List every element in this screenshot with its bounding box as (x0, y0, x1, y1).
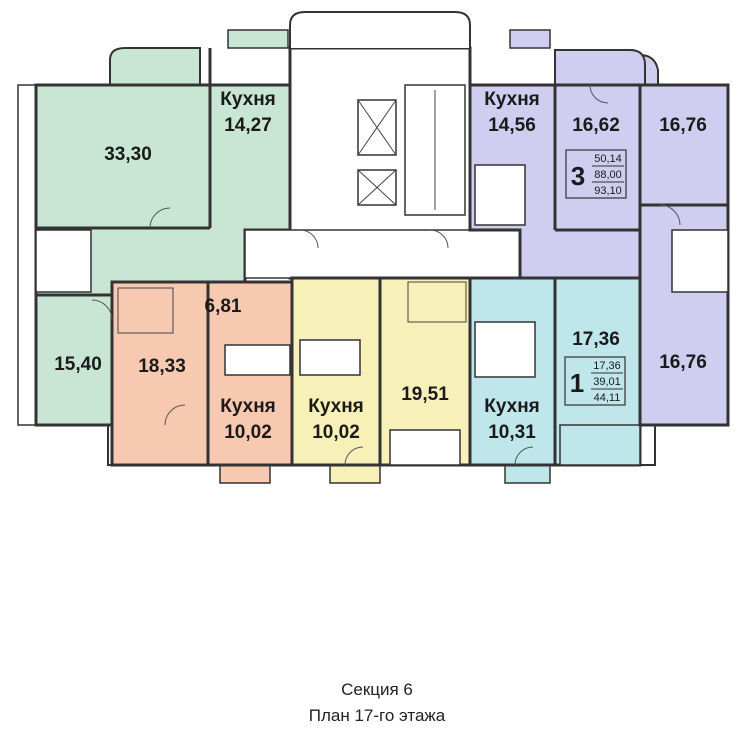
core-top (289, 11, 471, 48)
kitchen-area-orange: 10,02 (224, 422, 272, 443)
badge-1-living: 17,36 (593, 360, 621, 372)
kitchen-label-cyan: Кухня (484, 396, 540, 417)
bay-top-green (227, 29, 289, 49)
kitchen-label-yellow: Кухня (308, 396, 364, 417)
bay-bottom-yellow (329, 464, 381, 484)
corridor (244, 229, 526, 279)
kitchen-label-purple: Кухня (484, 89, 540, 110)
badge-1-total: 39,01 (593, 376, 621, 388)
room-area-green-big: 33,30 (104, 144, 152, 165)
room-area-orange: 18,33 (138, 356, 186, 377)
badge-1-rooms: 1 (570, 368, 584, 398)
bay-bottom-orange (219, 464, 271, 484)
badge-3-rooms: 3 (571, 161, 585, 191)
caption-section: Секция 6 (341, 680, 413, 699)
balcony-top-purple (554, 49, 646, 86)
floor-plan: 33,30 Кухня 14,27 15,40 18,33 6,81 Кухня… (17, 11, 730, 484)
room-area-cyan: 17,36 (572, 329, 620, 350)
apartment-badge-1: 1 17,36 39,01 44,11 (564, 356, 626, 406)
badge-1-total-balcony: 44,11 (594, 392, 621, 404)
kitchen-area-green: 14,27 (224, 115, 272, 136)
room-area-purple-1: 16,62 (572, 115, 620, 136)
apartment-badge-3: 3 50,14 88,00 93,10 (565, 149, 627, 199)
hall-area-orange: 6,81 (205, 296, 242, 317)
room-area-purple-2: 16,76 (659, 115, 707, 136)
room-area-green-small: 15,40 (54, 354, 102, 375)
badge-3-total: 88,00 (594, 169, 622, 181)
kitchen-label-green: Кухня (220, 89, 276, 110)
kitchen-area-cyan: 10,31 (488, 422, 536, 443)
kitchen-area-purple: 14,56 (488, 115, 536, 136)
badge-3-living: 50,14 (594, 153, 622, 165)
bay-top-purple (509, 29, 551, 49)
bay-bottom-cyan (504, 464, 551, 484)
kitchen-label-orange: Кухня (220, 396, 276, 417)
balcony-top-left (109, 47, 201, 86)
kitchen-area-yellow: 10,02 (312, 422, 360, 443)
badge-3-total-balcony: 93,10 (594, 185, 622, 197)
room-area-yellow: 19,51 (401, 384, 449, 405)
room-area-purple-3: 16,76 (659, 352, 707, 373)
left-stair-strip (17, 84, 37, 426)
caption-floor: План 17-го этажа (308, 706, 446, 725)
